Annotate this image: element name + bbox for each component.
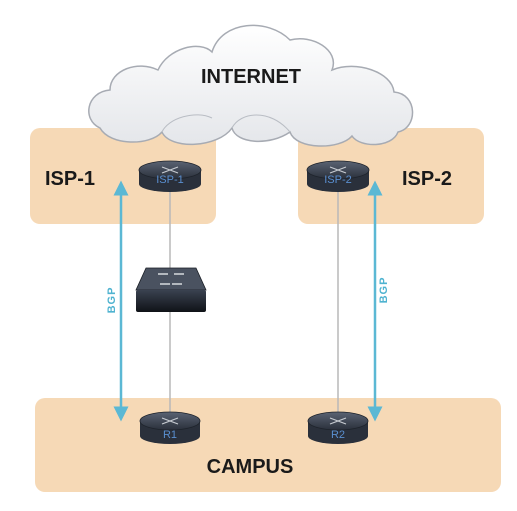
bgp-label-right: BGP — [378, 277, 390, 304]
isp2-router-label: ISP-2 — [324, 174, 352, 186]
campus-label: CAMPUS — [207, 456, 294, 478]
internet-label: INTERNET — [201, 66, 301, 88]
isp2-router-icon[interactable]: ISP-2 — [306, 160, 370, 192]
bgp-label-left: BGP — [106, 287, 118, 314]
r2-router-icon[interactable]: R2 — [307, 411, 369, 444]
isp1-router-label: ISP-1 — [156, 174, 184, 186]
r1-router-icon[interactable]: R1 — [139, 411, 201, 444]
isp2-label: ISP-2 — [402, 168, 452, 190]
switch-icon[interactable] — [135, 267, 207, 312]
r1-router-label: R1 — [163, 429, 177, 441]
isp1-label: ISP-1 — [45, 168, 95, 190]
internet-cloud-icon — [88, 24, 414, 147]
r2-router-label: R2 — [331, 429, 345, 441]
isp2-zone — [298, 128, 484, 224]
isp1-router-icon[interactable]: ISP-1 — [138, 160, 202, 192]
